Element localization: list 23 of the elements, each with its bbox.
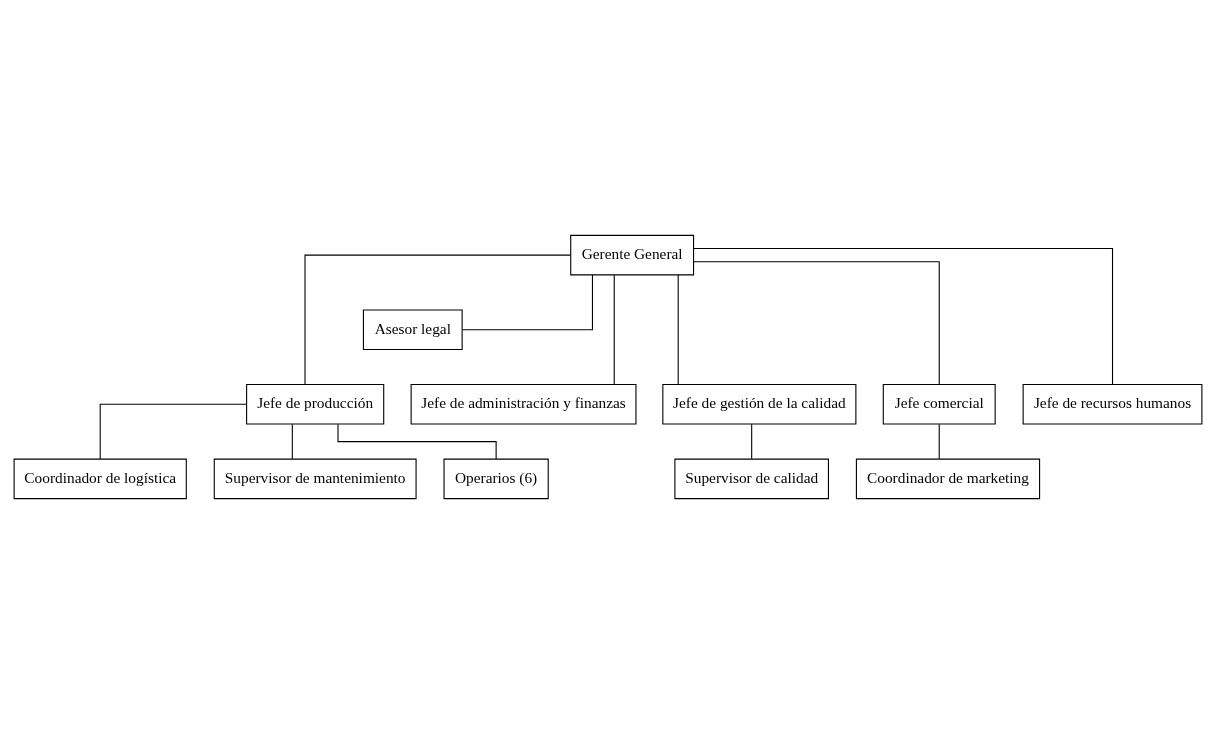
node-box: Operarios (6) bbox=[443, 458, 549, 499]
node-box: Jefe de producción bbox=[246, 383, 385, 425]
node-box: Coordinador de marketing bbox=[855, 458, 1041, 499]
connector bbox=[693, 247, 1114, 385]
connector bbox=[751, 423, 753, 459]
connector bbox=[693, 260, 940, 385]
connector bbox=[99, 403, 248, 459]
connector bbox=[938, 423, 940, 459]
node-box: Jefe de recursos humanos bbox=[1022, 383, 1203, 425]
connector bbox=[461, 274, 593, 330]
node-box: Jefe de administración y finanzas bbox=[410, 383, 637, 425]
node-box: Jefe comercial bbox=[882, 383, 996, 425]
connector bbox=[291, 423, 293, 459]
node-box: Supervisor de mantenimiento bbox=[213, 458, 417, 499]
connector bbox=[677, 273, 679, 385]
node-box: Gerente General bbox=[570, 234, 695, 275]
connector bbox=[337, 423, 497, 459]
node-box: Asesor legal bbox=[362, 308, 463, 350]
connector bbox=[304, 254, 572, 385]
node-box: Jefe de gestión de la calidad bbox=[662, 383, 857, 425]
node-box: Supervisor de calidad bbox=[674, 458, 829, 499]
node-box: Coordinador de logística bbox=[13, 458, 187, 499]
connector bbox=[613, 273, 615, 385]
